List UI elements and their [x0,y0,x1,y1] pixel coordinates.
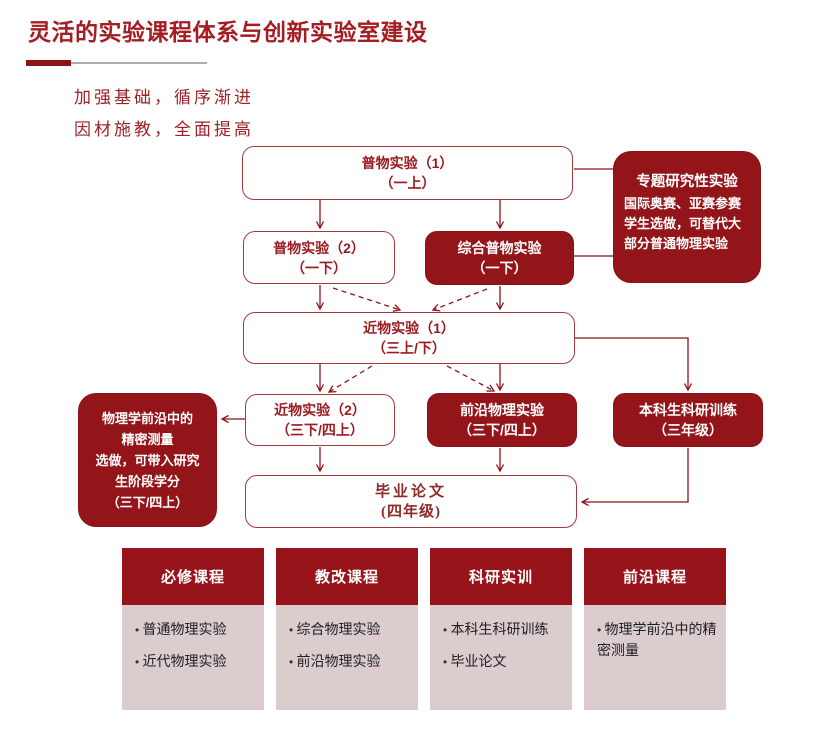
course-item: 综合物理实验 [289,619,410,640]
box-title: 普物实验（1） [361,155,454,171]
box-title: 近物实验（2） [274,402,366,418]
box-subtitle: （一下） [471,260,528,276]
course-item: 近代物理实验 [135,651,256,672]
flow-box-comprehensive-general-physics: 综合普物实验 （一下） [425,231,574,285]
box-title: 综合普物实验 [457,240,542,256]
edge-pw2-jw1-dash [332,287,402,312]
column-body: 物理学前沿中的精密测量 [584,605,726,710]
edge-jw1-bk [575,337,693,392]
slogan-line-1: 加强基础，循序渐进 [74,88,254,107]
column-body: 综合物理实验 前沿物理实验 [276,605,418,710]
box-title: 近物实验（1） [363,320,455,336]
column-header: 必修课程 [122,548,264,605]
flow-box-general-physics-2: 普物实验（2） （一下） [243,231,395,284]
box-subtitle: （三年级） [653,422,723,438]
box-subtitle: （三下/四上） [276,422,364,438]
course-item: 前沿物理实验 [289,651,410,672]
course-item: 毕业论文 [443,651,564,672]
box-line: 物理学前沿中的 [101,410,193,426]
box-subtitle: （一上） [379,175,436,191]
flow-box-special-research-experiment: 专题研究性实验 国际奥赛、亚赛参赛学生选做，可替代大部分普通物理实验 [613,151,761,283]
column-frontier-courses: 前沿课程 物理学前沿中的精密测量 [584,548,726,710]
column-body: 普通物理实验 近代物理实验 [122,605,264,710]
box-title: 毕业论文 [374,483,447,500]
course-item: 本科生科研训练 [443,619,564,640]
column-header: 科研实训 [430,548,572,605]
edge-bk-by [580,448,689,507]
flow-box-frontier-physics-experiment: 前沿物理实验 （三下/四上） [427,393,577,447]
box-title: 普物实验（2） [273,239,365,256]
flow-box-modern-physics-1: 近物实验（1） （三上/下） [243,312,575,364]
title-underline-accent [26,60,71,66]
slogan-line-2: 因材施教，全面提高 [74,120,254,139]
box-subtitle: （一下） [291,259,347,276]
flow-box-modern-physics-2: 近物实验（2） （三下/四上） [245,394,395,446]
box-subtitle: （三下/四上） [458,422,546,438]
course-item: 普通物理实验 [135,619,256,640]
column-header: 教改课程 [276,548,418,605]
box-line: 选做，可带入研究 [95,452,200,468]
edge-zh-jw1-dash [431,288,488,312]
column-header: 前沿课程 [584,548,726,605]
course-item: 物理学前沿中的精密测量 [597,619,718,660]
course-category-panels: 必修课程 普通物理实验 近代物理实验 教改课程 综合物理实验 前沿物理实验 科研… [122,548,726,710]
title-underline [26,60,207,66]
box-description: 国际奥赛、亚赛参赛学生选做，可替代大部分普通物理实验 [624,196,742,251]
box-line: 精密测量 [121,431,174,447]
edge-jw1-jw2-dash [327,365,373,393]
box-title: 专题研究性实验 [636,174,738,190]
box-title: 本科生科研训练 [639,402,737,418]
column-required-courses: 必修课程 普通物理实验 近代物理实验 [122,548,264,710]
box-subtitle: （三上/下） [372,340,446,356]
flow-box-general-physics-1: 普物实验（1） （一上） [242,146,573,200]
box-line: （三下/四上） [106,494,189,510]
page-title: 灵活的实验课程体系与创新实验室建设 [28,19,428,45]
box-subtitle: (四年级) [381,503,441,520]
flow-box-graduation-thesis: 毕业论文 (四年级) [245,475,577,528]
column-reform-courses: 教改课程 综合物理实验 前沿物理实验 [276,548,418,710]
box-title: 前沿物理实验 [460,402,544,418]
flow-box-undergrad-research-training: 本科生科研训练 （三年级） [613,393,763,447]
flow-box-precision-measurement: 物理学前沿中的 精密测量 选做，可带入研究 生阶段学分 （三下/四上） [78,393,217,527]
box-line: 生阶段学分 [114,473,180,489]
column-body: 本科生科研训练 毕业论文 [430,605,572,710]
edge-jw1-qy-dash [446,365,496,392]
column-research-practice: 科研实训 本科生科研训练 毕业论文 [430,548,572,710]
